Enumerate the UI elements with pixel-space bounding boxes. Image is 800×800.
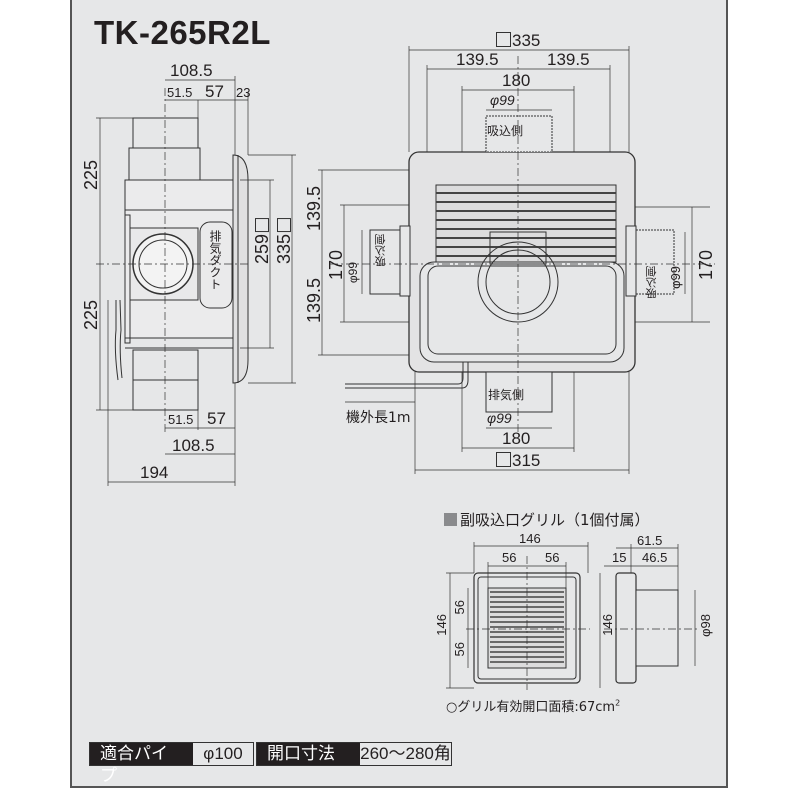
- grille-dim-56-upper: 56: [452, 600, 467, 615]
- spec-opening: 開口寸法 260〜280角: [256, 742, 452, 766]
- exhaust-label: 排気側: [488, 388, 525, 402]
- side-dim-51-5-top: 51.5: [167, 85, 193, 100]
- grille-dim-146-height: 146: [434, 614, 449, 636]
- side-dim-335: 335: [274, 218, 295, 264]
- spec-pipe: 適合パイプ φ100: [89, 742, 254, 786]
- duct-label: 排気ダクト: [208, 230, 222, 290]
- grille-dim-46-5: 46.5: [642, 550, 668, 565]
- spec-pipe-label: 適合パイプ: [90, 743, 193, 786]
- grille-dim-56-left: 56: [502, 550, 517, 565]
- spec-opening-value: 260〜280角: [360, 743, 451, 765]
- side-dim-23: 23: [236, 85, 251, 100]
- grille-opening-note: ○グリル有効開口面積:67cm2: [446, 698, 621, 715]
- top-dim-180-bottom: 180: [502, 429, 531, 448]
- grille-dim-15: 15: [612, 550, 627, 565]
- top-dim-180-top: 180: [502, 71, 531, 90]
- top-dim-139-5-left: 139.5: [456, 50, 499, 69]
- side-dim-225-lower: 225: [81, 300, 101, 331]
- side-dim-51-5-bottom: 51.5: [168, 412, 194, 427]
- top-dim-phi99-right: φ99: [668, 266, 683, 289]
- grille-dim-56-right: 56: [545, 550, 560, 565]
- grille-side-dim-146: 146: [600, 614, 615, 636]
- grille-title: 副吸込口グリル（1個付属）: [444, 509, 650, 530]
- top-dim-phi99-bottom: φ99: [487, 410, 512, 426]
- side-dim-194: 194: [140, 463, 169, 482]
- spec-opening-label: 開口寸法: [257, 743, 360, 765]
- grille-dim-phi98: φ98: [698, 614, 713, 637]
- side-dim-57-top: 57: [205, 82, 224, 101]
- side-dim-108-5-top: 108.5: [170, 61, 213, 80]
- model-title: TK-265R2L: [94, 14, 271, 51]
- grille-dim-56-lower: 56: [452, 642, 467, 657]
- intake-label-top: 吸込側: [487, 124, 524, 138]
- top-dim-335: 335: [496, 31, 540, 51]
- top-dim-170-left: 170: [326, 250, 346, 281]
- top-dim-phi99-left: φ99: [346, 262, 360, 284]
- side-dim-57-bottom: 57: [207, 409, 226, 428]
- top-dim-139-5-lower: 139.5: [304, 278, 324, 324]
- intake-label-right: 吸込側: [645, 266, 658, 299]
- top-dim-170-right: 170: [696, 250, 716, 281]
- top-dim-139-5-right: 139.5: [547, 50, 590, 69]
- intake-label-left: 吸込側: [374, 234, 387, 267]
- top-dim-315: 315: [496, 451, 540, 471]
- cord-length-label: 機外長1m: [346, 410, 411, 426]
- top-dim-139-5-upper: 139.5: [304, 186, 324, 232]
- side-dim-259: 259: [252, 218, 273, 264]
- square-bullet-icon: [444, 513, 457, 526]
- spec-pipe-value: φ100: [193, 743, 253, 765]
- grille-dim-146-width: 146: [519, 531, 541, 546]
- side-dim-225-upper: 225: [81, 160, 101, 191]
- side-dim-108-5-bottom: 108.5: [172, 436, 215, 455]
- top-dim-phi99-top: φ99: [490, 92, 515, 108]
- grille-dim-61-5: 61.5: [637, 533, 663, 548]
